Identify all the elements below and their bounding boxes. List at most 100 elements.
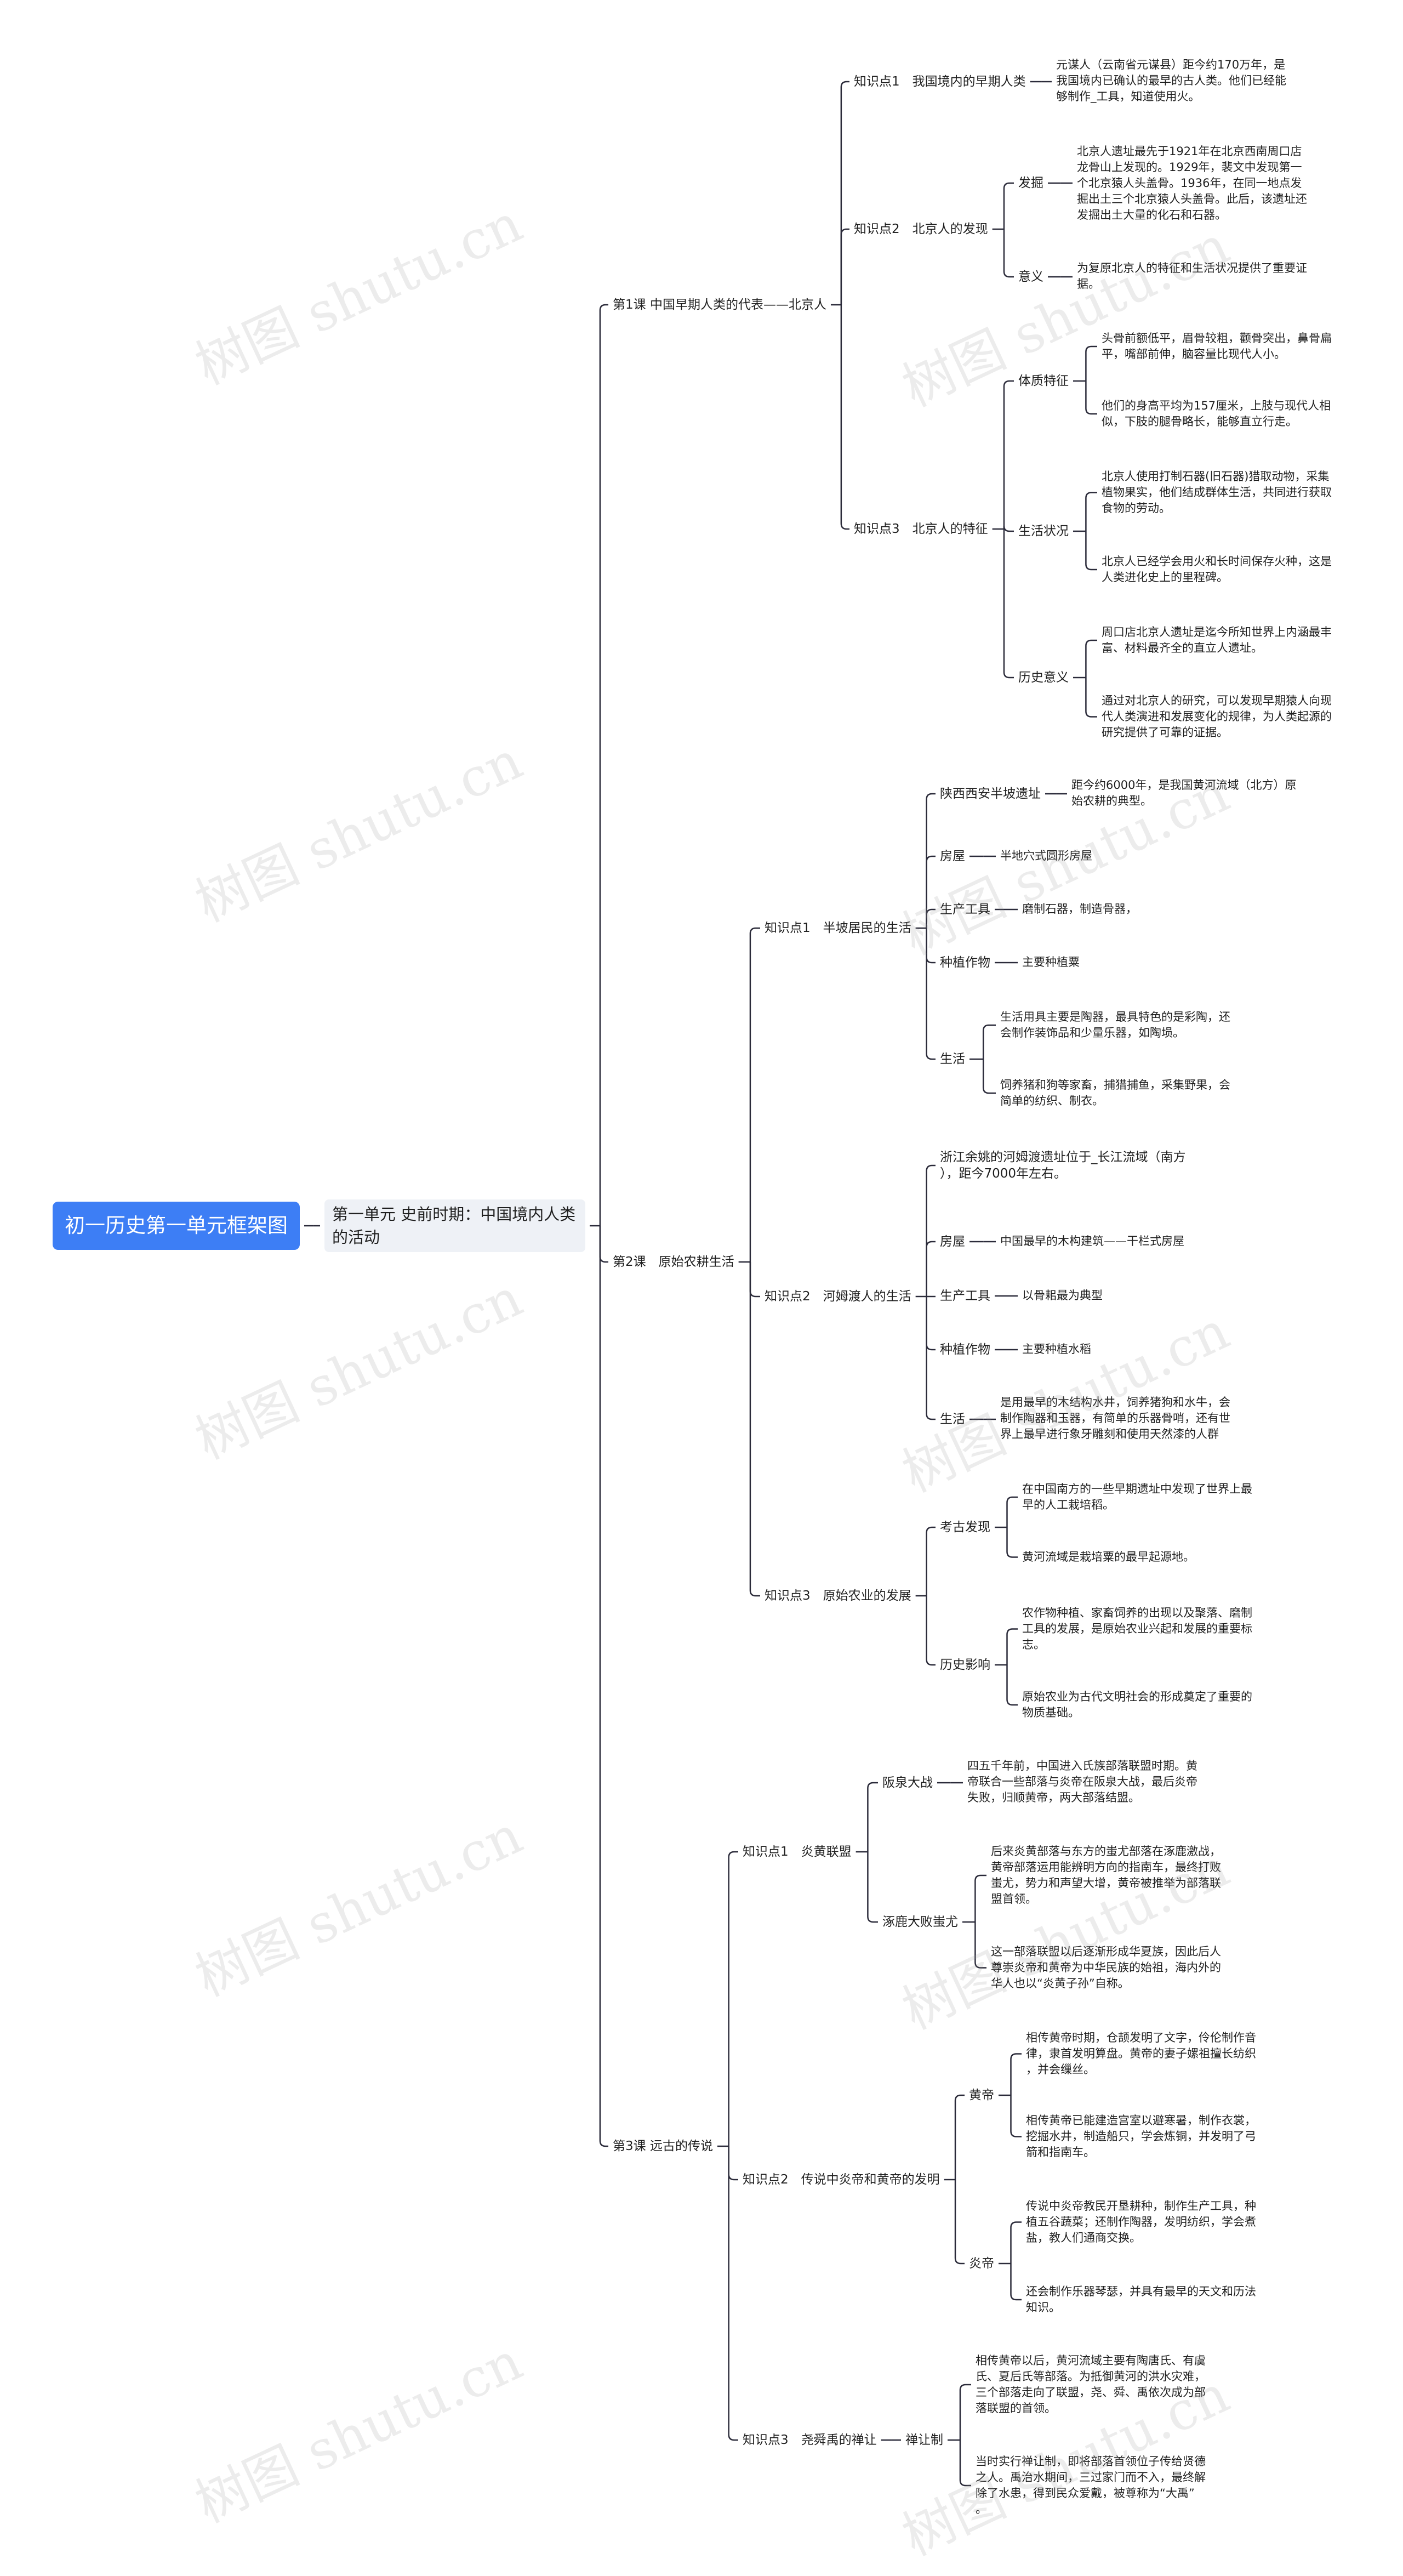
lesson-1-point-3-branch-0 — [1003, 380, 1014, 529]
unit-branch-1 — [599, 1226, 608, 1263]
lesson-2[interactable]: 第2课 原始农耕生活 — [613, 1255, 734, 1269]
lesson-3[interactable]: 第3课 远古的传说 — [613, 2139, 713, 2153]
lesson-3-point-1-sub-1-leaf-1: 四五千年前，中国进入氏族部落联盟时期。黄 帝联合一些部落与炎帝在阪泉大战，最后炎… — [967, 1759, 1197, 1804]
lesson-2-point-1-sub-3[interactable]: 生产工具 — [940, 902, 990, 917]
lesson-1-branch-1 — [840, 228, 849, 305]
lesson-2-point-1-sub-3-leaf-1: 磨制石器，制造骨器， — [1022, 902, 1137, 915]
lesson-2-point-3-sub-1[interactable]: 考古发现 — [940, 1520, 990, 1534]
lesson-1-point-2[interactable]: 知识点2 北京人的发现 — [854, 222, 988, 236]
lesson-3-point-3[interactable]: 知识点3 尧舜禹的禅让 — [743, 2433, 877, 2447]
lesson-3-point-2-sub-2-branch-0 — [1010, 2221, 1022, 2264]
lesson-1-point-3-sub-3-branch-0 — [1085, 639, 1097, 678]
lesson-1-point-3-sub-3-leaf-2: 通过对北京人的研究，可以发现早期猿人向现 代人类演进和发展变化的规律，为人类起源… — [1102, 694, 1332, 739]
lesson-2-point-3-sub-2-branch-0 — [1006, 1628, 1018, 1665]
lesson-2-point-3-sub-1-leaf-2: 黄河流域是栽培粟的最早起源地。 — [1022, 1550, 1195, 1563]
lesson-2-point-2-branch-1 — [926, 1241, 936, 1296]
lesson-1-point-2-branch-0 — [1003, 182, 1014, 229]
lesson-2-point-2-sub-2-leaf-1: 中国最早的木构建筑——干栏式房屋 — [1000, 1235, 1184, 1248]
lesson-3-point-3-sub-1[interactable]: 禅让制 — [905, 2433, 943, 2447]
lesson-3-point-2-sub-1-branch-1 — [1010, 2095, 1022, 2137]
lesson-3-point-2-sub-1-leaf-2: 相传黄帝已能建造宫室以避寒暑，制作衣裳， 挖掘水井，制造船只，学会炼铜，并发明了… — [1026, 2114, 1256, 2159]
lesson-1-point-2-branch-1 — [1003, 229, 1014, 278]
lesson-2-point-3-sub-1-branch-1 — [1006, 1527, 1018, 1558]
lesson-3-point-2-sub-1-leaf-1: 相传黄帝时期，仓颉发明了文字，伶伦制作音 律，隶首发明算盘。黄帝的妻子嫘祖擅长纺… — [1026, 2031, 1256, 2076]
lesson-2-point-1-branch-4 — [926, 928, 936, 1060]
lesson-2-point-2-sub-5[interactable]: 生活 — [940, 1412, 965, 1426]
lesson-2-point-2[interactable]: 知识点2 河姆渡人的生活 — [765, 1289, 911, 1304]
lesson-3-point-1-sub-2-leaf-2: 这一部落联盟以后逐渐形成华夏族，因此后人 尊崇炎帝和黄帝为中华民族的始祖，海内外… — [991, 1945, 1221, 1990]
lesson-2-point-2-sub-1[interactable]: 浙江余姚的河姆渡遗址位于_长江流域（南方 ），距今7000年左右。 — [940, 1150, 1186, 1181]
lesson-2-point-1-sub-4-leaf-1: 主要种植粟 — [1022, 956, 1080, 969]
lesson-3-point-2-sub-2-leaf-1: 传说中炎帝教民开垦耕种，制作生产工具，种 植五谷蔬菜；还制作陶器，发明纺织，学会… — [1026, 2199, 1256, 2244]
lesson-3-point-1-sub-2-branch-0 — [974, 1874, 986, 1922]
root-node[interactable]: 初一历史第一单元框架图 — [53, 1202, 300, 1250]
lesson-2-point-2-sub-3[interactable]: 生产工具 — [940, 1289, 990, 1303]
lesson-3-point-2[interactable]: 知识点2 传说中炎帝和黄帝的发明 — [743, 2173, 940, 2187]
lesson-3-point-2-sub-2-leaf-2: 还会制作乐器琴瑟，并具有最早的天文和历法 知识。 — [1026, 2285, 1256, 2314]
lesson-2-point-2-sub-5-leaf-1: 是用最早的木结构水井，饲养猪狗和水牛，会 制作陶器和玉器，有简单的乐器骨哨，还有… — [1000, 1396, 1230, 1441]
lesson-3-point-1-sub-1[interactable]: 阪泉大战 — [882, 1776, 933, 1790]
lesson-2-point-3-branch-1 — [926, 1596, 936, 1666]
lesson-2-point-2-sub-4-leaf-1: 主要种植水稻 — [1022, 1343, 1091, 1356]
lesson-1-point-2-sub-2-leaf-1: 为复原北京人的特征和生活状况提供了重要证 据。 — [1077, 261, 1307, 291]
lesson-3-point-1[interactable]: 知识点1 炎黄联盟 — [743, 1845, 852, 1859]
lesson-1-point-3-sub-2-leaf-1: 北京人使用打制石器(旧石器)猎取动物，采集 植物果实，他们结成群体生活，共同进行… — [1102, 470, 1332, 515]
lesson-2-point-2-branch-3 — [926, 1296, 936, 1351]
lesson-2-branch-2 — [749, 1262, 760, 1597]
lesson-1-point-3-sub-1-branch-0 — [1085, 345, 1097, 381]
lesson-1-branch-2 — [840, 305, 849, 530]
lesson-2-point-3-sub-2-branch-1 — [1006, 1665, 1018, 1706]
lesson-2-point-1-sub-5-branch-1 — [982, 1059, 996, 1094]
lesson-1-point-3-sub-1-branch-1 — [1085, 381, 1097, 415]
lesson-2-point-1-branch-0 — [926, 793, 936, 928]
lesson-2-point-1-sub-5-leaf-1: 生活用具主要是陶器，最具特色的是彩陶，还 会制作装饰品和少量乐器，如陶埙。 — [1000, 1010, 1230, 1039]
lesson-1-point-3-sub-1-leaf-2: 他们的身高平均为157厘米，上肢与现代人相 似，下肢的腿骨略长，能够直立行走。 — [1102, 399, 1331, 428]
lesson-1[interactable]: 第1课 中国早期人类的代表——北京人 — [613, 298, 826, 312]
lesson-3-point-2-sub-1[interactable]: 黄帝 — [969, 2088, 994, 2102]
lesson-3-point-3-sub-1-leaf-2: 当时实行禅让制，即将部落首领位子传给贤德 之人。禹治水期间，三过家门而不入，最终… — [976, 2455, 1206, 2516]
lesson-2-point-1-sub-5-branch-0 — [982, 1024, 996, 1059]
lesson-1-point-3-sub-3[interactable]: 历史意义 — [1018, 670, 1069, 685]
lesson-1-point-3-sub-2-branch-0 — [1085, 492, 1097, 531]
lesson-2-point-1-sub-4[interactable]: 种植作物 — [940, 956, 990, 970]
lesson-2-point-1-branch-1 — [926, 855, 936, 928]
lesson-3-point-1-sub-2-leaf-1: 后来炎黄部落与东方的蚩尤部落在涿鹿激战， 黄帝部落运用能辨明方向的指南车，最终打… — [991, 1845, 1221, 1906]
lesson-1-point-3-sub-1[interactable]: 体质特征 — [1018, 374, 1069, 388]
lesson-1-point-3-sub-3-branch-1 — [1085, 678, 1097, 718]
lesson-2-point-1[interactable]: 知识点1 半坡居民的生活 — [765, 921, 911, 935]
lesson-1-point-3-sub-2-branch-1 — [1085, 531, 1097, 571]
lesson-3-point-3-sub-1-branch-1 — [959, 2440, 971, 2487]
lesson-2-point-1-branch-3 — [926, 928, 936, 964]
lesson-2-point-2-sub-4[interactable]: 种植作物 — [940, 1343, 990, 1357]
lesson-1-point-3-sub-1-leaf-1: 头骨前额低平，眉骨较粗，颧骨突出，鼻骨扁 平，嘴部前伸，脑容量比现代人小。 — [1102, 332, 1332, 361]
unit-node[interactable]: 第一单元 史前时期：中国境内人类 的活动 — [324, 1199, 585, 1252]
lesson-3-point-2-branch-0 — [954, 2094, 965, 2180]
lesson-2-point-2-sub-3-leaf-1: 以骨耜最为典型 — [1022, 1289, 1103, 1302]
lesson-2-point-1-sub-1[interactable]: 陕西西安半坡遗址 — [940, 787, 1041, 801]
lesson-3-point-1-sub-2[interactable]: 涿鹿大败蚩尤 — [882, 1915, 958, 1929]
lesson-3-point-2-sub-2[interactable]: 炎帝 — [969, 2256, 994, 2271]
lesson-2-point-3-sub-2-leaf-2: 原始农业为古代文明社会的形成奠定了重要的 物质基础。 — [1022, 1690, 1252, 1719]
unit-branch-2 — [599, 1226, 608, 2147]
lesson-2-point-3-sub-2[interactable]: 历史影响 — [940, 1658, 990, 1672]
lesson-3-point-1-branch-1 — [867, 1852, 878, 1923]
unit-branch-0 — [599, 304, 608, 1226]
lesson-1-point-3-sub-3-leaf-1: 周口店北京人遗址是迄今所知世界上内涵最丰 富、材料最齐全的直立人遗址。 — [1102, 625, 1332, 655]
lesson-1-point-3-sub-2[interactable]: 生活状况 — [1018, 524, 1069, 538]
lesson-3-point-2-branch-1 — [954, 2180, 965, 2265]
lesson-2-point-2-branch-0 — [926, 1164, 936, 1296]
lesson-2-point-2-sub-2[interactable]: 房屋 — [940, 1235, 965, 1249]
lesson-3-branch-0 — [728, 1851, 738, 2146]
lesson-1-point-2-sub-2[interactable]: 意义 — [1018, 270, 1043, 284]
lesson-2-point-1-sub-2[interactable]: 房屋 — [940, 849, 965, 863]
lesson-1-point-2-sub-1[interactable]: 发掘 — [1018, 176, 1043, 190]
lesson-1-point-3-branch-1 — [1003, 525, 1014, 532]
lesson-3-branch-1 — [728, 2146, 738, 2181]
lesson-1-point-1[interactable]: 知识点1 我国境内的早期人类 — [854, 75, 1026, 89]
lesson-1-point-3[interactable]: 知识点3 北京人的特征 — [854, 522, 988, 536]
lesson-2-point-3[interactable]: 知识点3 原始农业的发展 — [765, 1589, 911, 1603]
lesson-2-point-1-sub-5[interactable]: 生活 — [940, 1052, 965, 1066]
lesson-2-branch-1 — [749, 1262, 760, 1298]
